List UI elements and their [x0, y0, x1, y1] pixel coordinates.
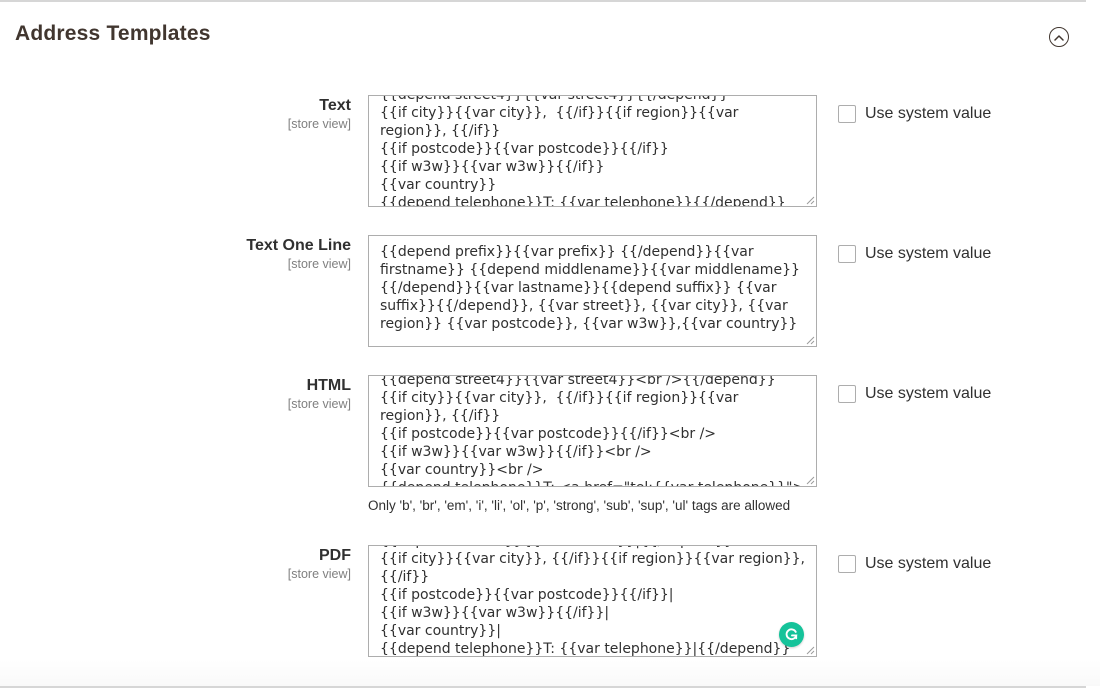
pdf-template-textarea[interactable]: [369, 546, 816, 656]
chevron-up-icon: [1054, 34, 1064, 41]
text-template-textarea[interactable]: [369, 96, 816, 206]
section-bottom-divider: [0, 686, 1086, 688]
section-top-divider: [0, 0, 1086, 2]
use-system-value-html[interactable]: Use system value: [838, 385, 991, 403]
grammarly-icon[interactable]: [779, 622, 804, 647]
scope-label: [store view]: [287, 117, 351, 131]
use-system-value-checkbox[interactable]: [838, 105, 856, 123]
html-template-textarea[interactable]: [369, 376, 816, 486]
grammarly-g-icon: [785, 628, 798, 641]
resize-grip-icon[interactable]: [805, 645, 815, 655]
text-one-line-template-textarea[interactable]: [369, 236, 816, 346]
use-system-value-checkbox[interactable]: [838, 385, 856, 403]
label-text: Text: [319, 97, 351, 114]
resize-grip-icon[interactable]: [805, 475, 815, 485]
use-system-value-label: Use system value: [865, 385, 992, 402]
bottom-fade: [0, 660, 1100, 686]
label-text: HTML: [306, 377, 351, 394]
scope-label: [store view]: [287, 257, 351, 271]
text-one-line-textarea-wrapper: [368, 235, 817, 347]
field-label-html: HTML [store view]: [288, 377, 351, 411]
use-system-value-pdf[interactable]: Use system value: [838, 555, 991, 573]
field-label-pdf: PDF [store view]: [288, 547, 351, 581]
html-template-textarea-wrapper: [368, 375, 817, 487]
field-label-text: Text [store view]: [288, 97, 351, 131]
label-text: PDF: [319, 547, 351, 564]
use-system-value-text-one-line[interactable]: Use system value: [838, 245, 991, 263]
resize-grip-icon[interactable]: [805, 335, 815, 345]
text-template-textarea-wrapper: [368, 95, 817, 207]
collapse-section-button[interactable]: [1049, 27, 1069, 47]
section-title: Address Templates: [15, 22, 211, 45]
scope-label: [store view]: [287, 397, 351, 411]
use-system-value-label: Use system value: [865, 245, 992, 262]
use-system-value-checkbox[interactable]: [838, 555, 856, 573]
resize-grip-icon[interactable]: [805, 195, 815, 205]
use-system-value-label: Use system value: [865, 555, 992, 572]
pdf-template-textarea-wrapper: [368, 545, 817, 657]
use-system-value-text[interactable]: Use system value: [838, 105, 991, 123]
scope-label: [store view]: [287, 567, 351, 581]
use-system-value-label: Use system value: [865, 105, 992, 122]
allowed-tags-note: Only 'b', 'br', 'em', 'i', 'li', 'ol', '…: [368, 498, 791, 513]
label-text: Text One Line: [246, 237, 351, 254]
field-label-text-one-line: Text One Line [store view]: [246, 237, 351, 271]
use-system-value-checkbox[interactable]: [838, 245, 856, 263]
